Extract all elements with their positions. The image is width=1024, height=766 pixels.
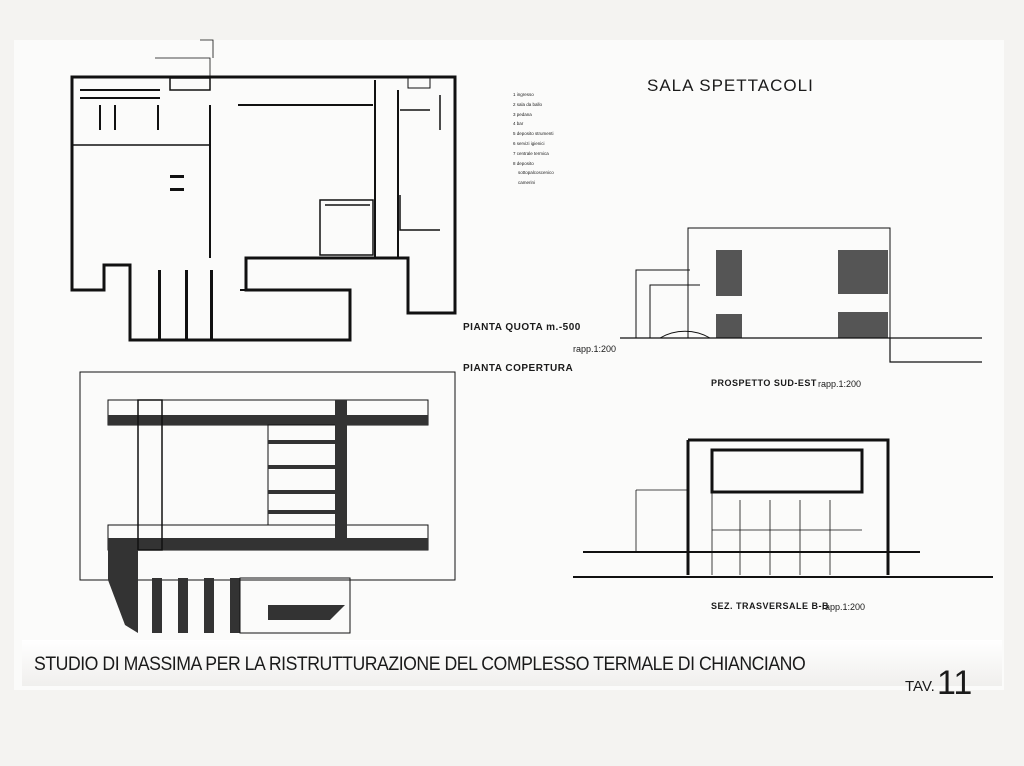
label-prospetto: PROSPETTO SUD-EST — [711, 378, 817, 388]
legend-item: 4 bar — [513, 121, 524, 127]
legend-item: 6 servizi igienici — [513, 140, 545, 146]
legend-item: 2 sala da ballo — [513, 101, 543, 107]
legend-item: 7 centrale termica — [513, 150, 549, 156]
roof-plan — [79, 371, 456, 634]
title-band — [22, 640, 1002, 686]
footer-title: STUDIO DI MASSIMA PER LA RISTRUTTURAZION… — [34, 654, 806, 675]
legend-item: 3 pedana — [513, 111, 532, 117]
section-drawing — [573, 438, 993, 578]
elevation-drawing — [620, 227, 982, 363]
sheet-title: SALA SPETTACOLI — [647, 76, 814, 95]
legend-item: 1 ingresso — [513, 92, 534, 97]
label-prospetto-scale: rapp.1:200 — [818, 379, 862, 389]
label-pianta-scale: rapp.1:200 — [573, 344, 617, 354]
legend-item: 8 deposito — [513, 160, 534, 166]
label-pianta-copertura: PIANTA COPERTURA — [463, 363, 574, 374]
tav-label: TAV. — [905, 678, 935, 695]
label-sezione: SEZ. TRASVERSALE B-B — [711, 601, 830, 611]
legend-subitem: camerini — [518, 180, 536, 186]
legend-subitem: sottopalcoscenico — [518, 170, 554, 176]
tav-number: 11 — [937, 664, 973, 702]
legend: 1 ingresso 2 sala da ballo 3 pedana 4 ba… — [513, 90, 554, 188]
label-pianta-quota: PIANTA QUOTA m.-500 — [463, 322, 581, 333]
floor-plan — [70, 39, 457, 342]
legend-item: 5 deposito strumenti — [513, 131, 554, 137]
label-sezione-scale: rapp.1:200 — [822, 602, 866, 612]
